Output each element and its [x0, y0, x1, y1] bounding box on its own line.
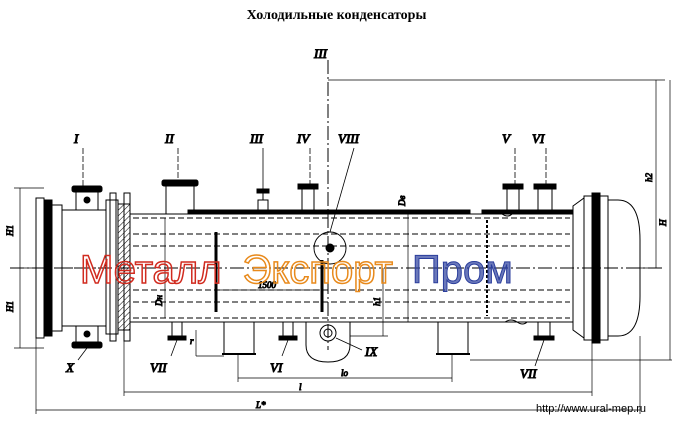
dim-r: r: [190, 336, 194, 346]
callout-III: III: [249, 131, 264, 146]
shell-body: [130, 209, 573, 325]
callout-III-top: III: [313, 46, 328, 61]
dimension-lines: [14, 79, 672, 414]
support-left: [222, 321, 256, 355]
callout-VIII: VIII: [338, 131, 360, 146]
nozzle-VI-bottom: [278, 321, 298, 341]
callout-V: V: [502, 131, 512, 146]
callout-I: I: [73, 131, 79, 146]
callout-II: II: [164, 131, 174, 146]
dim-L: L*: [255, 400, 266, 410]
dim-l: l: [299, 382, 302, 392]
nozzle-II: [161, 179, 199, 215]
callout-X: X: [65, 360, 75, 375]
page-title: Холодильные конденсаторы: [246, 8, 427, 23]
callout-IX: IX: [364, 344, 378, 359]
svg-text:Металл Экспорт Про: Металл Экспорт Пром: [80, 248, 513, 292]
nozzle-VII-left: [167, 321, 187, 341]
leader-lines: [77, 147, 547, 367]
nozzle-V: [502, 183, 524, 211]
callout-IV: IV: [296, 131, 311, 146]
watermark-logo: Металл Экспорт Пром: [79, 247, 513, 293]
watermark-part1: Металл: [80, 248, 221, 292]
dim-H: H: [658, 219, 668, 227]
dim-lo: lo: [341, 368, 349, 378]
source-url: http://www.ural-mep.ru: [536, 403, 647, 415]
dim-h1-upper: H1: [5, 225, 15, 237]
right-head: [572, 192, 641, 344]
dim-1500: 1500: [258, 280, 277, 290]
nozzle-I: [71, 185, 103, 211]
valve-III: [256, 188, 270, 211]
watermark-part2: Экспорт: [243, 248, 393, 292]
left-head: [35, 192, 131, 342]
dim-h1: h1: [372, 297, 382, 306]
dim-Dv: Dв: [397, 196, 407, 207]
callout-VI-bottom: VI: [270, 360, 283, 375]
dim-Dn: Dн: [154, 295, 164, 307]
dim-h2: h2: [644, 173, 654, 183]
callout-VII-left: VII: [150, 360, 167, 375]
drain-IX: [305, 322, 351, 363]
dim-h1-lower: H1: [5, 301, 15, 313]
nozzle-VII-right: [533, 321, 555, 341]
baffles: [214, 220, 488, 316]
nozzle-IV: [297, 183, 319, 211]
nozzle-VI: [533, 183, 557, 211]
support-right: [436, 321, 470, 355]
watermark-part3: Пром: [412, 248, 513, 292]
callout-VII-right: VII: [520, 366, 537, 381]
nozzle-X: [71, 325, 103, 349]
callout-VI: VI: [532, 131, 545, 146]
